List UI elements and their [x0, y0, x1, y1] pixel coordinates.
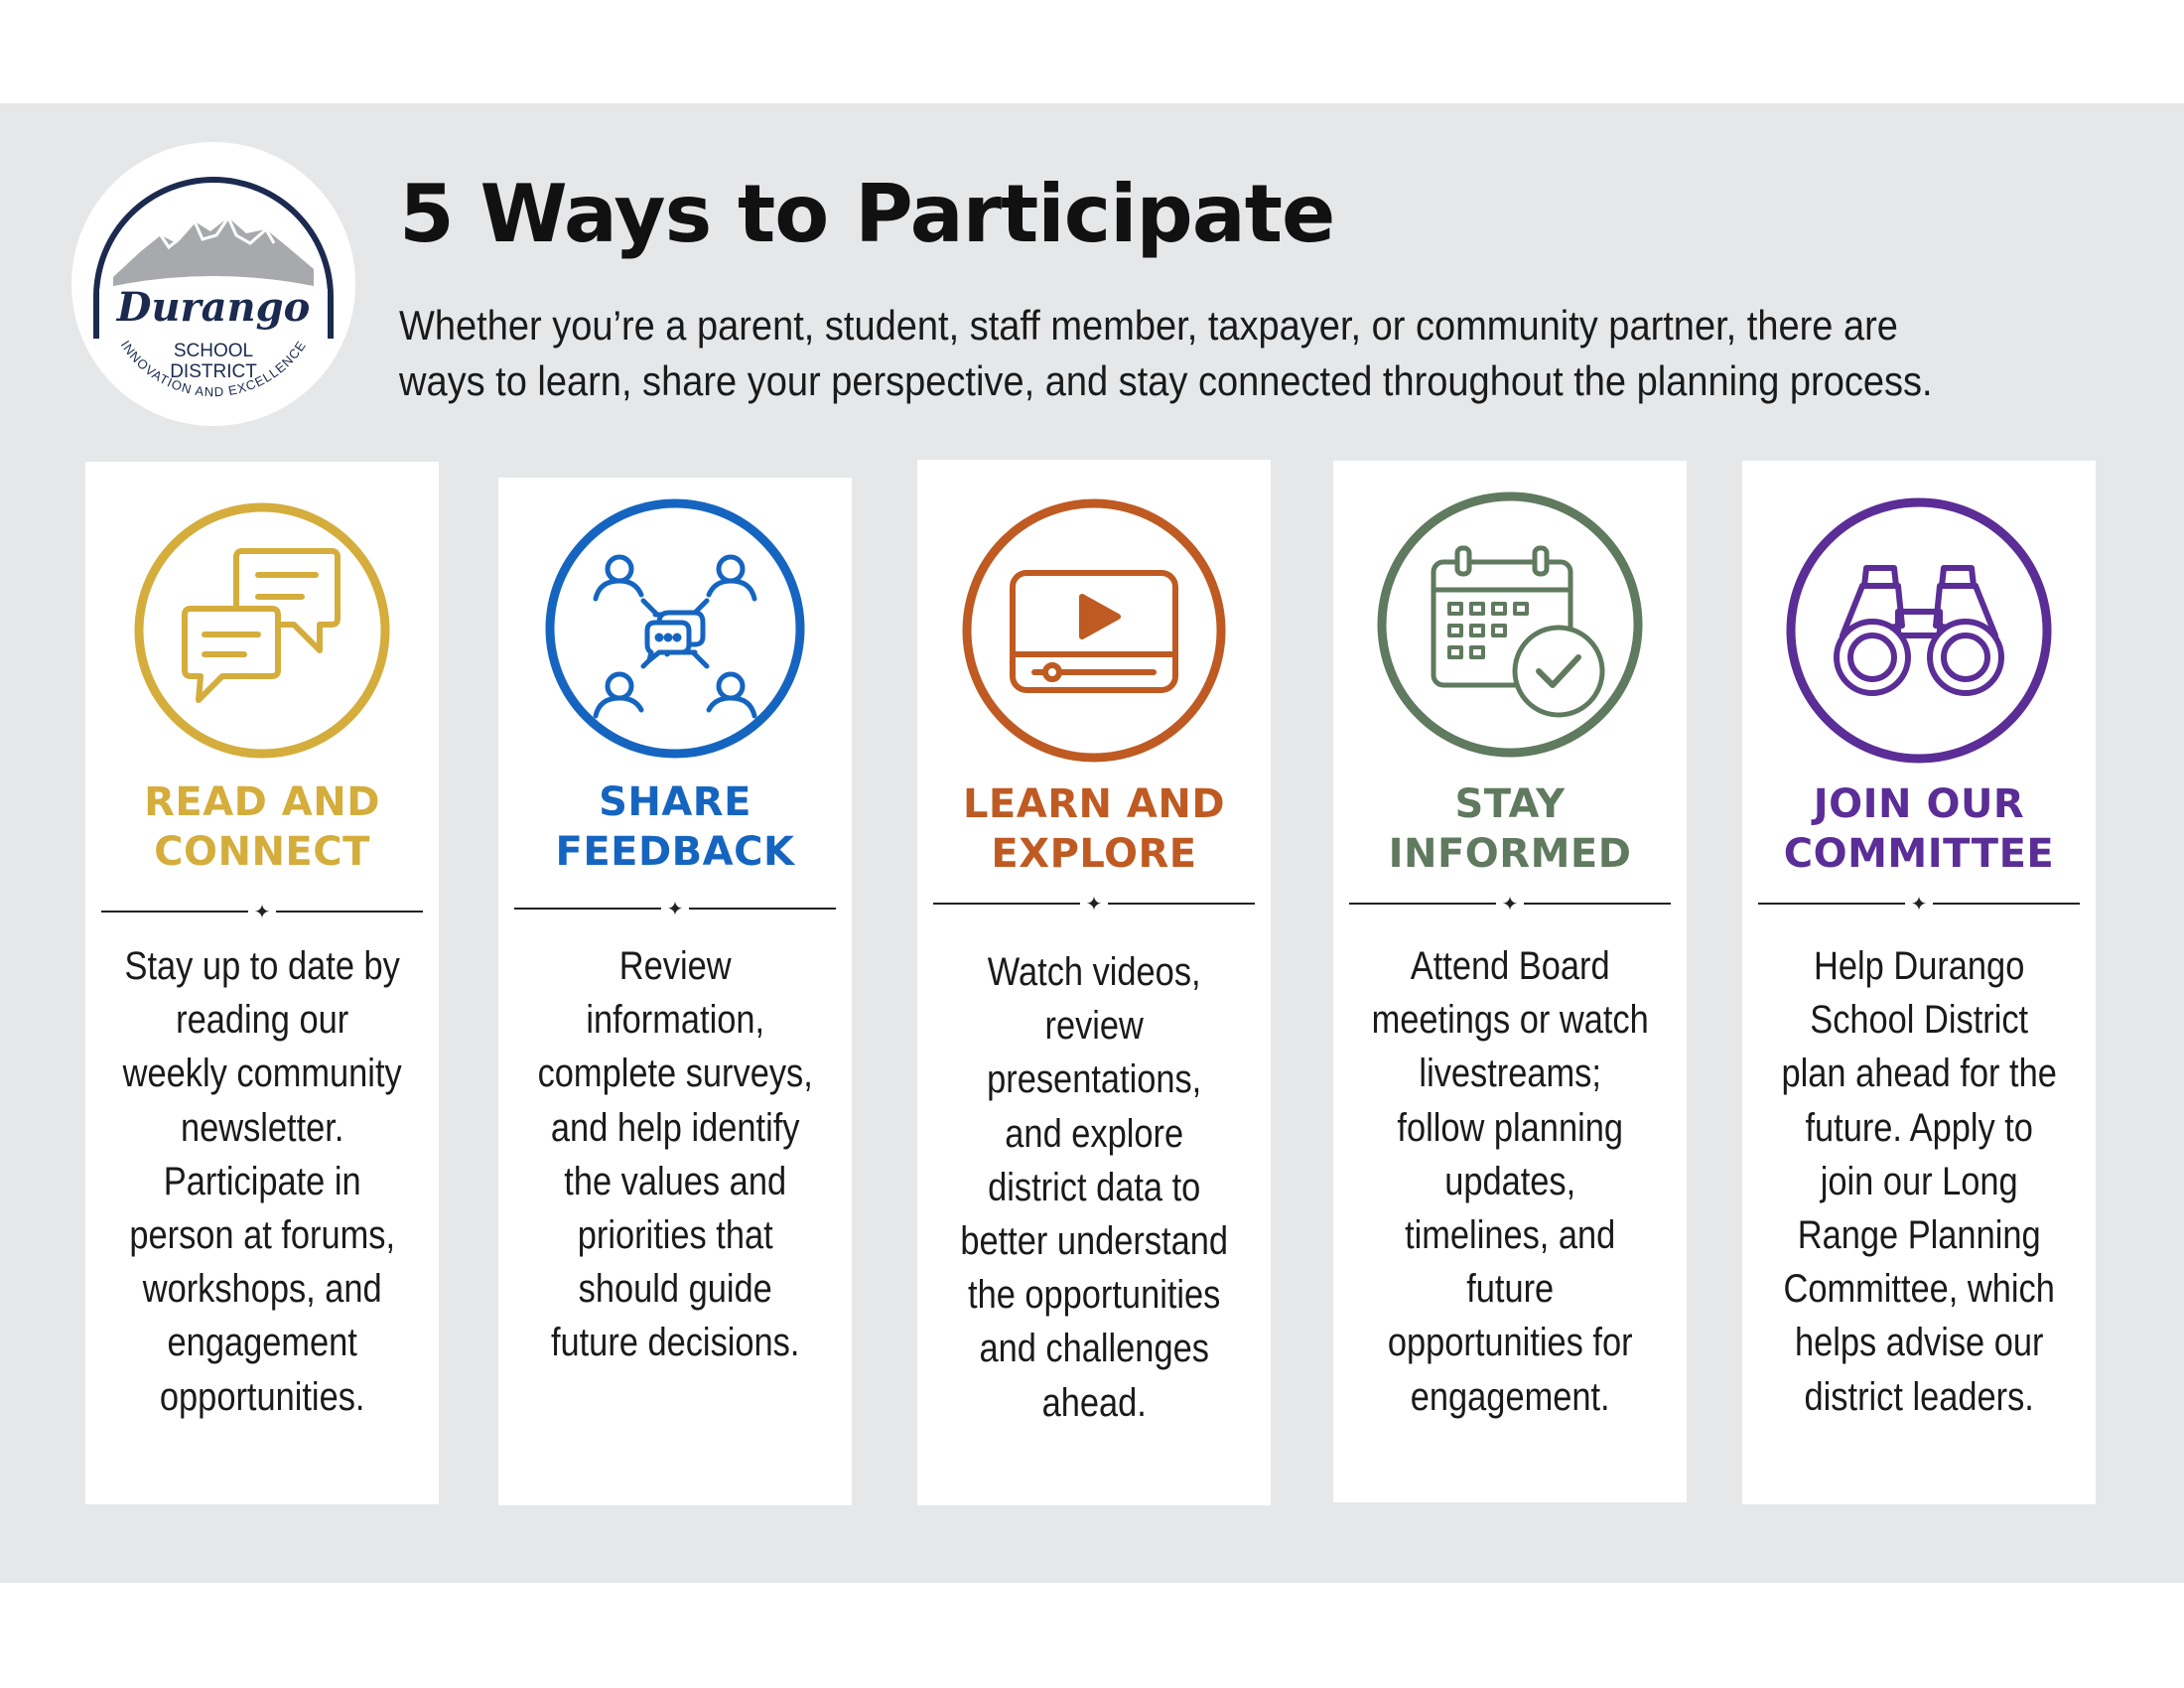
- card-body-line: should guide: [578, 1267, 772, 1312]
- card-body-line: and help identify: [550, 1105, 800, 1150]
- card-heading-line: JOIN OUR: [1813, 781, 2025, 827]
- svg-text:SCHOOL: SCHOOL: [174, 341, 253, 361]
- card-body-line: timelines, and: [1404, 1213, 1616, 1258]
- sparkle-icon: ✦: [666, 897, 684, 920]
- video-player-icon: [961, 497, 1227, 764]
- card-heading-line: STAY: [1454, 781, 1566, 827]
- card-body: Stay up to date by reading our weekly co…: [93, 939, 431, 1424]
- card-body: Attend Board meetings or watch livestrea…: [1341, 939, 1679, 1424]
- card-body-line: complete surveys,: [537, 1052, 813, 1096]
- card-learn-and-explore: LEARN AND EXPLORE ✦ Watch videos, review…: [917, 460, 1271, 1505]
- card-heading-line: INFORMED: [1388, 831, 1632, 877]
- card-heading-line: CONNECT: [154, 829, 370, 875]
- card-body-line: Watch videos,: [987, 950, 1201, 994]
- card-share-feedback: SHARE FEEDBACK ✦ Review information, com…: [498, 478, 852, 1505]
- intro-line-1: Whether you’re a parent, student, staff …: [399, 302, 1898, 349]
- card-body-line: opportunities for: [1387, 1321, 1633, 1365]
- card-body-line: plan ahead for the: [1781, 1052, 2057, 1096]
- svg-text:Durango: Durango: [116, 284, 311, 331]
- card-body-line: ahead.: [1041, 1380, 1147, 1425]
- svg-text:DISTRICT: DISTRICT: [170, 361, 257, 382]
- card-divider: ✦: [933, 894, 1255, 914]
- sparkle-icon: ✦: [1085, 892, 1103, 915]
- card-body: Help Durango School District plan ahead …: [1750, 939, 2088, 1424]
- card-heading-line: SHARE: [599, 779, 751, 825]
- sparkle-icon: ✦: [1910, 892, 1928, 915]
- card-body-line: and challenges: [979, 1327, 1209, 1371]
- page-title: 5 Ways to Participate: [399, 168, 1335, 260]
- card-body-line: Review: [618, 944, 732, 988]
- card-body-line: person at forums,: [129, 1213, 395, 1258]
- chat-bubbles-icon: [133, 501, 391, 760]
- card-heading-line: LEARN AND: [962, 781, 1226, 827]
- sparkle-icon: ✦: [253, 900, 271, 923]
- card-body-line: Range Planning: [1797, 1213, 2041, 1258]
- card-divider: ✦: [514, 899, 836, 918]
- card-body: Watch videos, review presentations, and …: [925, 945, 1263, 1430]
- card-divider: ✦: [1349, 894, 1671, 914]
- card-read-and-connect: READ AND CONNECT ✦ Stay up to date by re…: [85, 462, 439, 1504]
- card-body-line: the opportunities: [967, 1273, 1221, 1318]
- card-body-line: presentations,: [986, 1057, 1202, 1102]
- card-body-line: Stay up to date by: [124, 944, 400, 988]
- card-heading-line: COMMITTEE: [1783, 831, 2055, 877]
- card-join-our-committee: JOIN OUR COMMITTEE ✦ Help Durango School…: [1742, 461, 2096, 1504]
- card-body-line: helps advise our: [1794, 1321, 2044, 1365]
- card-body-line: engagement.: [1410, 1374, 1610, 1419]
- card-body-line: future: [1466, 1267, 1554, 1312]
- card-body-line: future decisions.: [550, 1321, 800, 1365]
- card-body-line: livestreams;: [1419, 1052, 1601, 1096]
- card-body-line: better understand: [960, 1219, 1228, 1264]
- card-heading: JOIN OUR COMMITTEE: [1742, 779, 2096, 879]
- card-heading: STAY INFORMED: [1333, 779, 1687, 879]
- card-body-line: information,: [586, 998, 764, 1043]
- card-body-line: School District: [1810, 998, 2028, 1043]
- card-divider: ✦: [101, 902, 423, 921]
- card-heading: SHARE FEEDBACK: [498, 777, 852, 877]
- card-body-line: join our Long: [1820, 1159, 2018, 1203]
- card-body-line: reading our: [175, 998, 349, 1043]
- card-body-line: district data to: [987, 1165, 1201, 1209]
- card-stay-informed: STAY INFORMED ✦ Attend Board meetings or…: [1333, 461, 1687, 1502]
- card-body: Review information, complete surveys, an…: [506, 939, 844, 1370]
- card-body-line: Committee, which: [1783, 1267, 2055, 1312]
- card-body-line: engagement: [167, 1321, 357, 1365]
- card-body-line: workshops, and: [142, 1267, 382, 1312]
- card-heading: LEARN AND EXPLORE: [917, 779, 1271, 879]
- calendar-check-icon: [1376, 491, 1644, 759]
- people-network-icon: [544, 497, 806, 760]
- card-body-line: Attend Board: [1410, 944, 1610, 988]
- card-body-line: follow planning: [1397, 1105, 1623, 1150]
- intro-line-2: ways to learn, share your perspective, a…: [399, 357, 1933, 404]
- card-body-line: meetings or watch: [1371, 998, 1649, 1043]
- card-body-line: Participate in: [163, 1159, 361, 1203]
- card-body-line: updates,: [1444, 1159, 1575, 1203]
- card-body-line: weekly community: [122, 1052, 402, 1096]
- card-heading-line: FEEDBACK: [555, 829, 795, 875]
- card-heading-line: READ AND: [144, 779, 380, 825]
- sparkle-icon: ✦: [1501, 892, 1519, 915]
- card-body-line: district leaders.: [1804, 1374, 2034, 1419]
- page-intro: Whether you’re a parent, student, staff …: [399, 298, 1980, 409]
- card-heading-line: EXPLORE: [991, 831, 1197, 877]
- binoculars-icon: [1785, 496, 2053, 765]
- card-body-line: opportunities.: [159, 1374, 365, 1419]
- card-body-line: the values and: [564, 1159, 786, 1203]
- card-body-line: priorities that: [577, 1213, 773, 1258]
- card-divider: ✦: [1758, 894, 2080, 914]
- card-body-line: future. Apply to: [1805, 1105, 2033, 1150]
- district-logo: Durango SCHOOL DISTRICT INNOVATION AND E…: [69, 140, 357, 428]
- card-body-line: review: [1044, 1004, 1144, 1049]
- card-body-line: Help Durango: [1813, 944, 2025, 988]
- card-body-line: newsletter.: [180, 1105, 344, 1150]
- card-body-line: and explore: [1005, 1111, 1183, 1156]
- card-heading: READ AND CONNECT: [85, 777, 439, 877]
